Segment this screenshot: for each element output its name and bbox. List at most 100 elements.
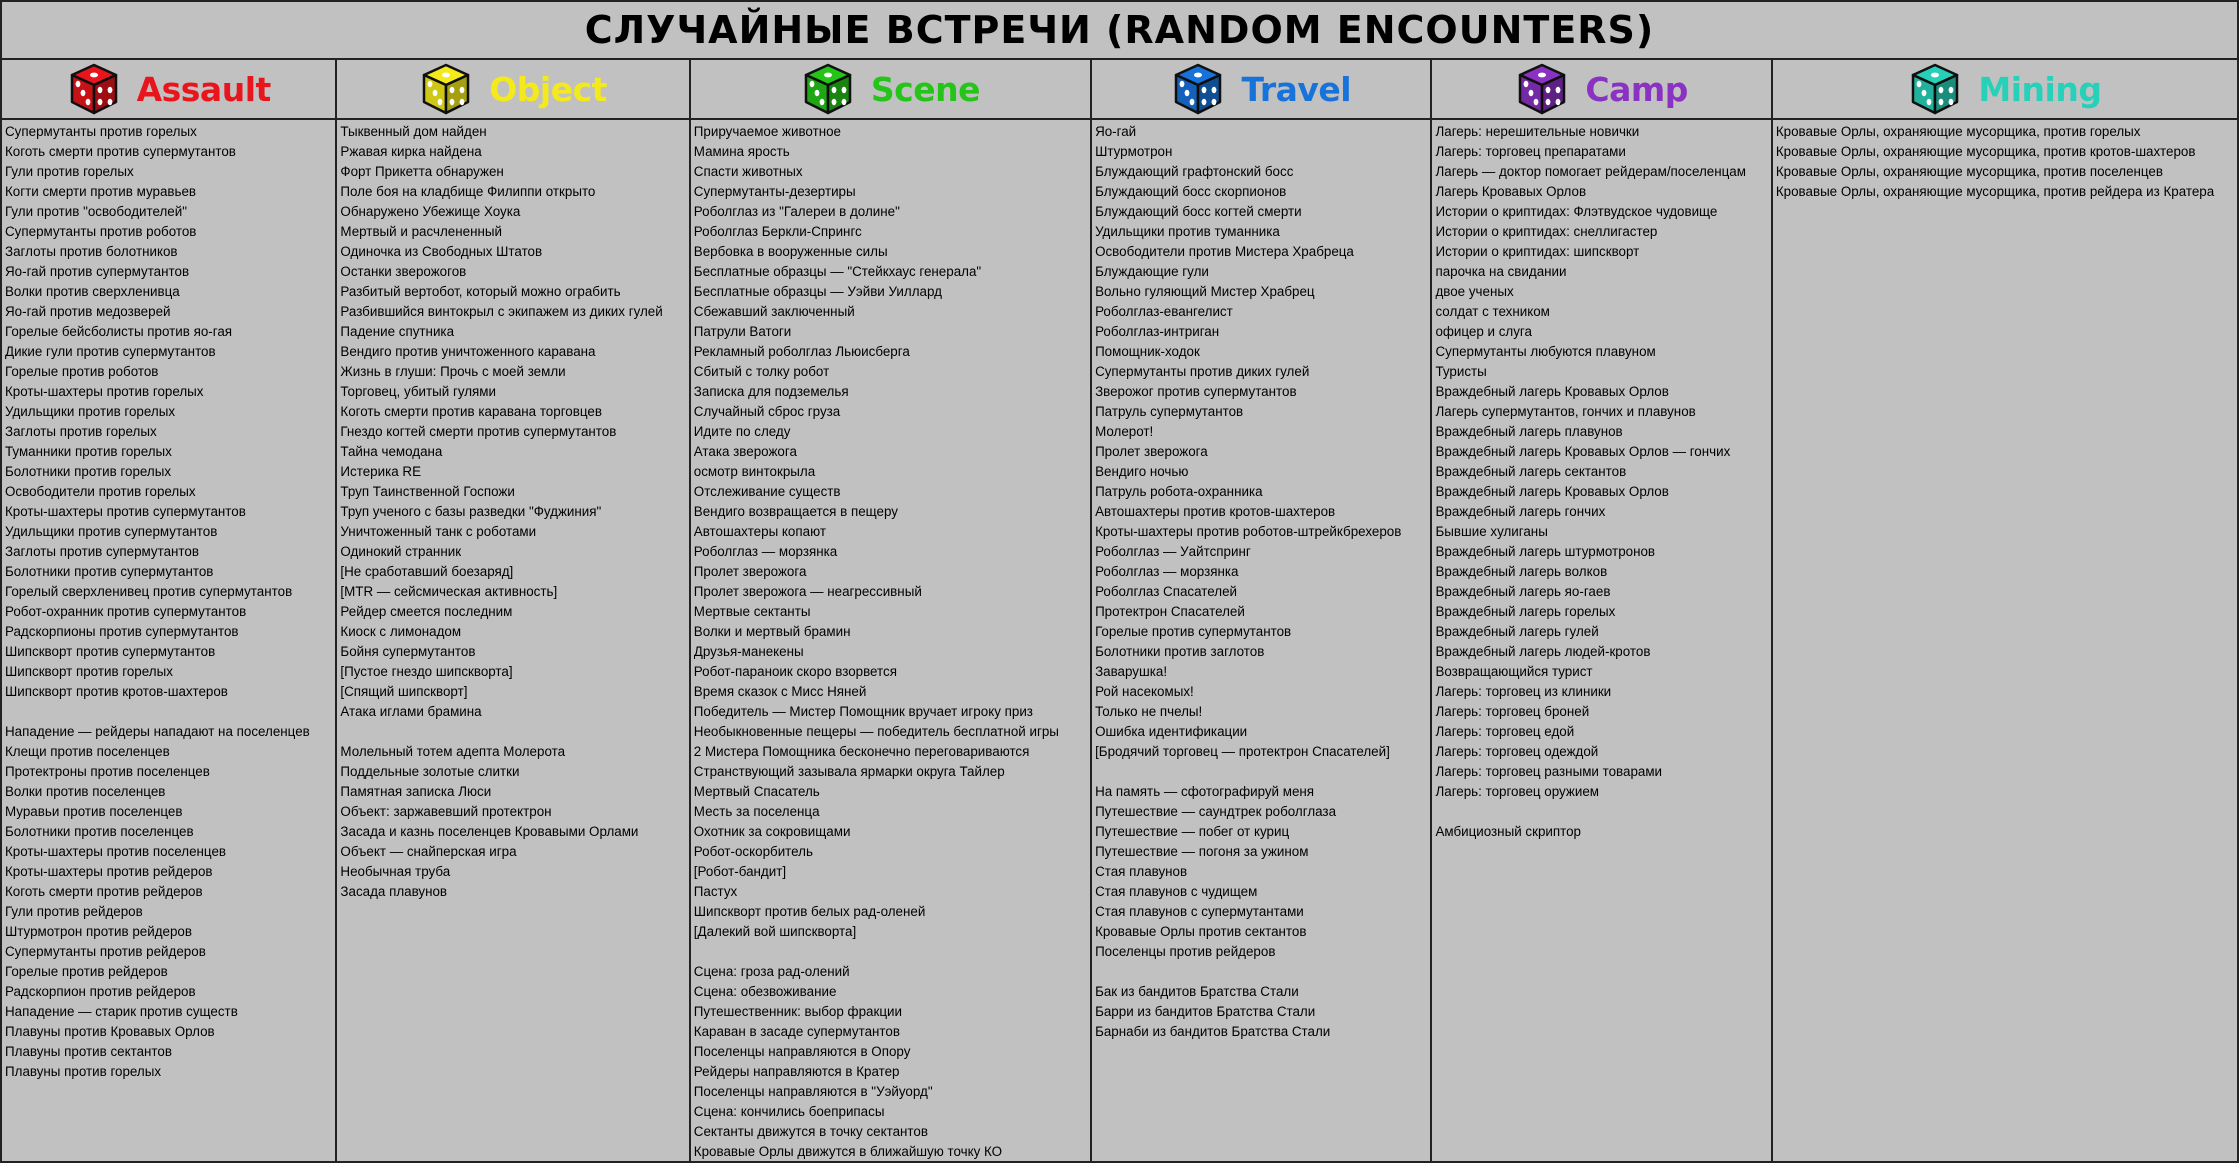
column-header: Mining [1772, 60, 2238, 120]
list-item: Пролет зверожога [1095, 444, 1208, 459]
list-item: Поселенцы направляются в Опору [693, 1044, 911, 1059]
list-item: Лагерь: торговец едой [1435, 724, 1575, 739]
column-title: Assault [136, 69, 272, 109]
list-item: Болотники против поселенцев [5, 824, 194, 839]
list-item: Рекламный роболглаз Льюисберга [693, 344, 910, 359]
column-header: Travel [1092, 60, 1431, 120]
list-item: Кровавые Орлы против сектантов [1095, 924, 1307, 939]
list-item: Супермутанты любуются плавуном [1435, 344, 1656, 359]
list-item: Стая плавунов с чудищем [1095, 884, 1258, 899]
encounter-list: Кровавые Орлы, охраняющие мусорщика, про… [1773, 120, 2237, 202]
list-item: Кроты-шахтеры против супермутантов [5, 504, 246, 519]
list-item: Ржавая кирка найдена [340, 144, 482, 159]
list-item: Болотники против заглотов [1095, 644, 1265, 659]
list-item: Заварушка! [1095, 664, 1168, 679]
list-item: [Пустое гнездо шипскворта] [340, 664, 513, 679]
list-item: Лагерь: торговец из клиники [1435, 684, 1612, 699]
list-item: Заглоты против супермутантов [5, 544, 199, 559]
title-bar: СЛУЧАЙНЫЕ ВСТРЕЧИ (RANDOM ENCOUNTERS) [2, 2, 2237, 60]
list-item: Странствующий зазывала ярмарки округа Та… [693, 764, 1005, 779]
list-item: Путешествие — саундтрек роболглаза [1095, 804, 1337, 819]
list-item: Барнаби из бандитов Братства Стали [1095, 1024, 1331, 1039]
list-item: Кровавые Орлы, охраняющие мусорщика, про… [1775, 144, 2196, 159]
list-item: Барри из бандитов Братства Стали [1095, 1004, 1316, 1019]
list-item: Заглоты против болотников [5, 244, 178, 259]
list-item: Гнездо когтей смерти против супермутанто… [340, 424, 617, 439]
list-item: Враждебный лагерь гончих [1435, 504, 1606, 519]
list-item: Шипскворт против кротов-шахтеров [5, 684, 228, 699]
list-item: Протектрон Спасателей [1095, 604, 1245, 619]
list-item: Необыкновенные пещеры — победитель беспл… [693, 724, 1059, 739]
list-item: Шипскворт против супермутантов [5, 644, 216, 659]
list-item: Удильщики против горелых [5, 404, 176, 419]
list-item: Идите по следу [693, 424, 791, 439]
list-item: Блуждающий графтонский босс [1095, 164, 1294, 179]
list-item: Поселенцы направляются в "Уэйуорд" [693, 1084, 933, 1099]
list-item: Поселенцы против рейдеров [1095, 944, 1276, 959]
list-item: Блуждающий босс скорпионов [1095, 184, 1287, 199]
list-item: осмотр винтокрыла [693, 464, 816, 479]
list-item: Враждебный лагерь гулей [1435, 624, 1599, 639]
list-item: Болотники против супермутантов [5, 564, 214, 579]
column-header: Camp [1432, 60, 1771, 120]
list-item: Тыквенный дом найден [340, 124, 487, 139]
list-item: Одиночка из Свободных Штатов [340, 244, 543, 259]
list-item: Друзья-манекены [693, 644, 804, 659]
list-item: Лагерь: нерешительные новички [1435, 124, 1640, 139]
list-item: Удильщики против супермутантов [5, 524, 218, 539]
list-item: Сцена: обезвоживание [693, 984, 837, 999]
list-item: Зверожог против супермутантов [1095, 384, 1297, 399]
list-item: Радскорпионы против супермутантов [5, 624, 239, 639]
list-item: Сектанты движутся в точку сектантов [693, 1124, 928, 1139]
list-item: Враждебный лагерь Кровавых Орлов [1435, 484, 1669, 499]
list-item: Лагерь Кровавых Орлов [1435, 184, 1587, 199]
blue-die-icon [1175, 63, 1222, 115]
list-item: Яо-гай [1095, 124, 1137, 139]
list-item: Яо-гай против медозверей [5, 304, 171, 319]
list-item: Освободители против горелых [5, 484, 196, 499]
list-item: Гули против "освободителей" [5, 204, 187, 219]
list-item: Супермутанты-дезертиры [693, 184, 856, 199]
list-item: Необычная труба [340, 864, 451, 879]
list-item: Лагерь: торговец оружием [1435, 784, 1599, 799]
list-item: Рой насекомых! [1095, 684, 1194, 699]
list-item: Объект: заржавевший протектрон [340, 804, 552, 819]
list-item: На память — сфотографируй меня [1095, 784, 1315, 799]
list-item: Лагерь: торговец броней [1435, 704, 1590, 719]
list-spacer [1095, 962, 1430, 982]
list-item: Мамина ярость [693, 144, 790, 159]
list-item: Роболглаз — морзянка [1095, 564, 1239, 579]
list-item: Вербовка в вооруженные силы [693, 244, 888, 259]
list-item: Путешественник: выбор фракции [693, 1004, 902, 1019]
list-item: Истории о криптидах: шипскворт [1435, 244, 1640, 259]
list-item: Плавуны против сектантов [5, 1044, 172, 1059]
list-item: [MTR — сейсмическая активность] [340, 584, 558, 599]
list-item: солдат с техником [1435, 304, 1550, 319]
list-item: Одинокий странник [340, 544, 462, 559]
list-item: Сбитый с толку робот [693, 364, 830, 379]
list-item: Ошибка идентификации [1095, 724, 1248, 739]
list-item: [Не сработавший боезаряд] [340, 564, 514, 579]
list-item: Супермутанты против роботов [5, 224, 197, 239]
list-item: Роболглаз из "Галереи в долине" [693, 204, 900, 219]
list-item: Случайный сброс груза [693, 404, 841, 419]
list-item: Блуждающий босс когтей смерти [1095, 204, 1302, 219]
list-item: Лагерь: торговец одеждой [1435, 744, 1599, 759]
list-item: Вендиго против уничтоженного каравана [340, 344, 596, 359]
list-item: Бесплатные образцы — "Стейкхаус генерала… [693, 264, 982, 279]
list-item: Враждебный лагерь Кровавых Орлов [1435, 384, 1669, 399]
list-item: Кровавые Орлы движутся в ближайшую точку… [693, 1144, 1003, 1159]
list-item: Истерика RE [340, 464, 422, 479]
list-item: Штурмотрон [1095, 144, 1173, 159]
column-header: Object [337, 60, 689, 120]
list-item: Болотники против горелых [5, 464, 172, 479]
list-item: Яо-гай против супермутантов [5, 264, 190, 279]
list-item: Поддельные золотые слитки [340, 764, 520, 779]
list-item: Коготь смерти против каравана торговцев [340, 404, 602, 419]
column-header: Assault [2, 60, 336, 120]
list-item: Роболглаз Спасателей [1095, 584, 1237, 599]
list-item: Туманники против горелых [5, 444, 172, 459]
